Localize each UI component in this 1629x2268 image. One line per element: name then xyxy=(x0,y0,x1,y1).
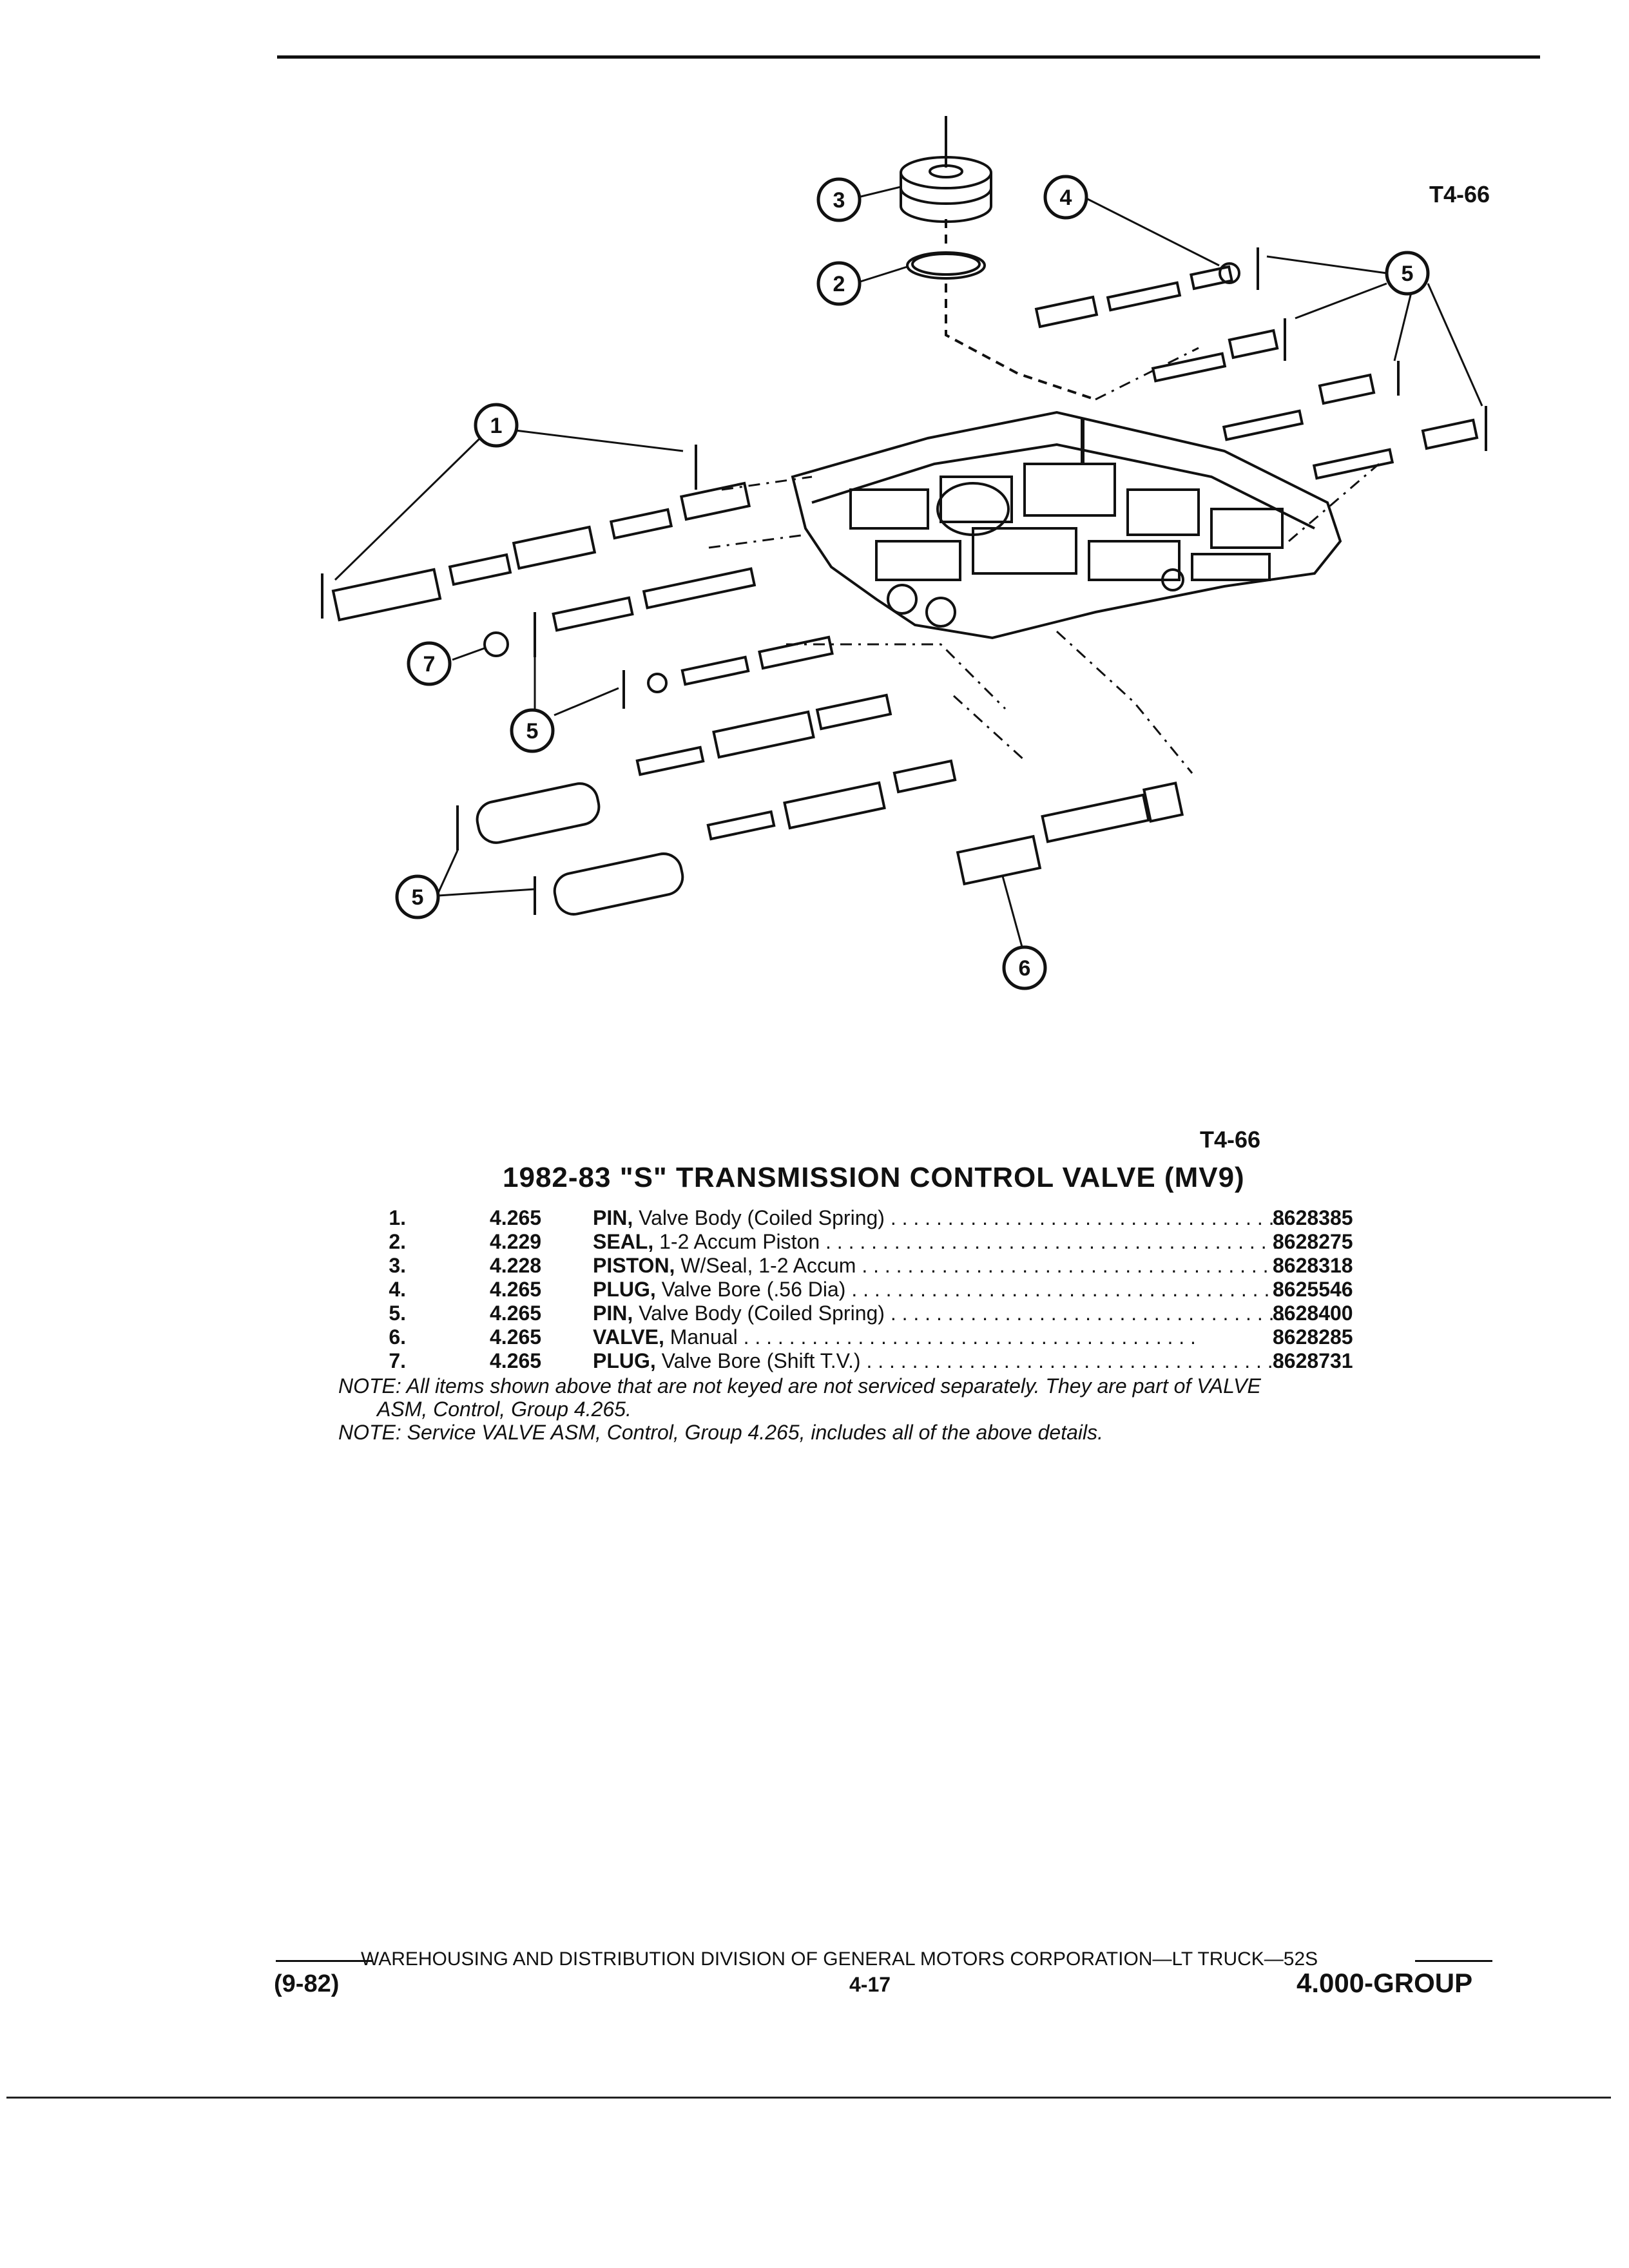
group-number: 4.265 xyxy=(490,1349,542,1372)
item-number: 7. xyxy=(389,1349,406,1372)
footer-group: 4.000-GROUP xyxy=(1296,1968,1473,1998)
callout-3 xyxy=(816,177,862,222)
item-number: 6. xyxy=(389,1325,406,1349)
list-item: 5. 4.265 PIN, Valve Body (Coiled Spring)… xyxy=(361,1302,1392,1325)
callout-label: 5 xyxy=(1402,262,1414,286)
group-number: 4.265 xyxy=(490,1278,542,1301)
group-number: 4.265 xyxy=(490,1206,542,1229)
footer-rule-left xyxy=(276,1960,372,1962)
note-1-line-2: ASM, Control, Group 4.265. xyxy=(377,1398,631,1421)
right-valve-train xyxy=(1034,247,1487,480)
item-description: PLUG, Valve Bore (Shift T.V.) . . . . . … xyxy=(593,1349,1289,1372)
group-number: 4.228 xyxy=(490,1254,542,1277)
page-title: 1982-83 "S" TRANSMISSION CONTROL VALVE (… xyxy=(503,1162,1245,1193)
list-item: 7. 4.265 PLUG, Valve Bore (Shift T.V.) .… xyxy=(361,1349,1392,1373)
group-number: 4.229 xyxy=(490,1230,542,1253)
item-number: 5. xyxy=(389,1302,406,1325)
callout-label: 5 xyxy=(412,885,424,910)
item-description: PIN, Valve Body (Coiled Spring) . . . . … xyxy=(593,1302,1289,1325)
group-number: 4.265 xyxy=(490,1302,542,1325)
callout-label: 7 xyxy=(423,652,436,677)
figure-code-bottom: T4-66 xyxy=(1200,1126,1261,1153)
list-item: 1. 4.265 PIN, Valve Body (Coiled Spring)… xyxy=(361,1206,1392,1230)
callout-4 xyxy=(1043,175,1088,220)
part-number: 8628400 xyxy=(1273,1302,1353,1325)
part-number: 8628731 xyxy=(1273,1349,1353,1372)
footer-publisher: WAREHOUSING AND DISTRIBUTION DIVISION OF… xyxy=(361,1948,1318,1970)
item-number: 3. xyxy=(389,1254,406,1277)
note-2: NOTE: Service VALVE ASM, Control, Group … xyxy=(338,1421,1103,1444)
figure-code-top: T4-66 xyxy=(1429,181,1490,207)
part-number: 8628285 xyxy=(1273,1325,1353,1349)
item-description: SEAL, 1-2 Accum Piston . . . . . . . . .… xyxy=(593,1230,1278,1253)
callout-label: 2 xyxy=(833,272,845,296)
list-item: 4. 4.265 PLUG, Valve Bore (.56 Dia) . . … xyxy=(361,1278,1392,1302)
callout-label: 1 xyxy=(490,414,503,438)
footer-date: (9-82) xyxy=(274,1970,340,1997)
footer-rule-right xyxy=(1415,1960,1492,1962)
part-number: 8628275 xyxy=(1273,1230,1353,1253)
notes: NOTE: All items shown above that are not… xyxy=(338,1374,1447,1444)
item-number: 4. xyxy=(389,1278,406,1301)
part-number: 8625546 xyxy=(1273,1278,1353,1301)
item-description: VALVE, Manual . . . . . . . . . . . . . … xyxy=(593,1325,1196,1349)
footer-page-number: 4-17 xyxy=(849,1973,891,1996)
valve-body xyxy=(791,410,1342,640)
item-number: 1. xyxy=(389,1206,406,1229)
list-item: 3. 4.228 PISTON, W/Seal, 1-2 Accum . . .… xyxy=(361,1254,1392,1278)
note-1-line-1: NOTE: All items shown above that are not… xyxy=(338,1374,1261,1398)
part-number: 8628385 xyxy=(1273,1206,1353,1229)
callout-label: 6 xyxy=(1019,956,1031,981)
item-number: 2. xyxy=(389,1230,406,1253)
callout-5a xyxy=(1385,251,1430,296)
left-valve-train xyxy=(321,445,1184,916)
item-description: PISTON, W/Seal, 1-2 Accum . . . . . . . … xyxy=(593,1254,1289,1277)
callout-7 xyxy=(407,641,452,686)
part-number: 8628318 xyxy=(1273,1254,1353,1277)
bottom-rule xyxy=(6,2097,1611,2099)
callout-2 xyxy=(816,261,862,306)
list-item: 2. 4.229 SEAL, 1-2 Accum Piston . . . . … xyxy=(361,1230,1392,1254)
item-description: PLUG, Valve Bore (.56 Dia) . . . . . . .… xyxy=(593,1278,1289,1301)
parts-list: 1. 4.265 PIN, Valve Body (Coiled Spring)… xyxy=(361,1206,1392,1373)
callout-label: 4 xyxy=(1060,186,1072,210)
group-number: 4.265 xyxy=(490,1325,542,1349)
accumulator-seal xyxy=(906,251,986,280)
callout-6 xyxy=(1002,945,1047,990)
callout-label: 5 xyxy=(526,719,539,744)
item-description: PIN, Valve Body (Coiled Spring) . . . . … xyxy=(593,1206,1289,1229)
top-rule xyxy=(277,55,1540,59)
accumulator-piston xyxy=(900,116,992,223)
callout-5c xyxy=(395,874,440,919)
exploded-view-diagram: 1 2 3 4 5 5 5 6 7 T4-66 xyxy=(321,116,1490,990)
list-item: 6. 4.265 VALVE, Manual . . . . . . . . .… xyxy=(361,1325,1392,1349)
callout-5b xyxy=(510,708,555,753)
callout-label: 3 xyxy=(833,188,845,213)
callout-1 xyxy=(474,403,519,448)
